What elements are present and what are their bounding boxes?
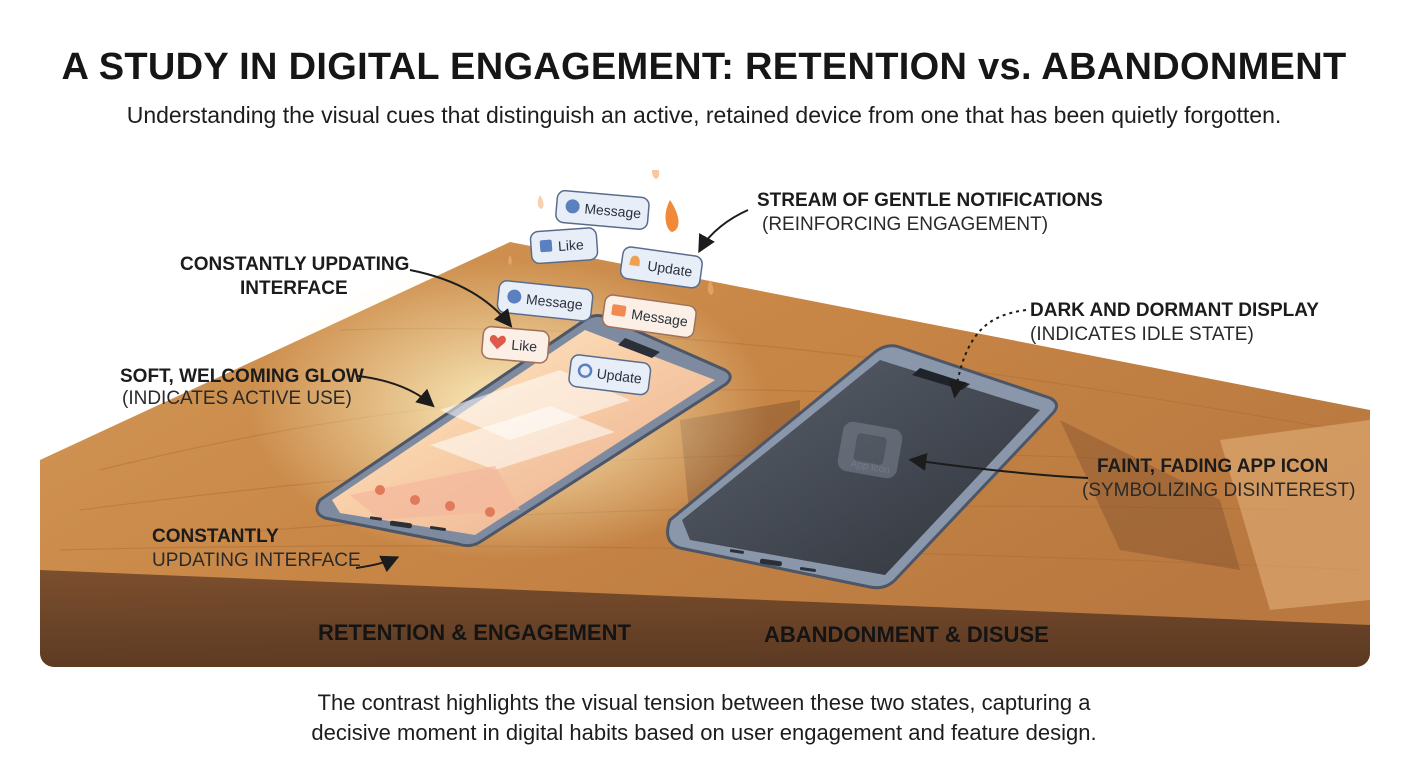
annotation-constantly-top: CONSTANTLY UPDATING INTERFACE bbox=[180, 254, 409, 299]
svg-text:CONSTANTLY: CONSTANTLY bbox=[152, 526, 279, 547]
annotation-glow: SOFT, WELCOMING GLOW (INDICATES ACTIVE U… bbox=[120, 366, 364, 409]
svg-text:Update: Update bbox=[596, 365, 643, 386]
refresh-icon bbox=[577, 363, 593, 378]
page-subtitle: Understanding the visual cues that disti… bbox=[126, 102, 1282, 128]
annotation-dark: DARK AND DORMANT DISPLAY (INDICATES IDLE… bbox=[1030, 300, 1319, 345]
svg-text:SOFT, WELCOMING GLOW: SOFT, WELCOMING GLOW bbox=[120, 366, 364, 387]
decor-sparks bbox=[508, 170, 714, 295]
notification-bubble: Update bbox=[619, 246, 703, 289]
svg-text:CONSTANTLY UPDATING: CONSTANTLY UPDATING bbox=[180, 254, 409, 275]
svg-text:(INDICATES IDLE STATE): (INDICATES IDLE STATE) bbox=[1030, 324, 1254, 345]
faint-app-icon: App Icon bbox=[837, 421, 903, 479]
svg-text:FAINT, FADING APP ICON: FAINT, FADING APP ICON bbox=[1097, 456, 1328, 477]
illustration: App Icon Message Like Upd bbox=[40, 170, 1370, 667]
caption-abandonment: ABANDONMENT & DISUSE bbox=[764, 622, 1049, 647]
illustration-scene: App Icon Message Like Upd bbox=[40, 170, 1370, 667]
footer-text: The contrast highlights the visual tensi… bbox=[0, 688, 1408, 748]
caption-retention: RETENTION & ENGAGEMENT bbox=[318, 620, 631, 645]
notification-bubble: Like bbox=[529, 227, 599, 265]
dormant-phone: App Icon bbox=[666, 344, 1058, 590]
annotation-stream: STREAM OF GENTLE NOTIFICATIONS (REINFORC… bbox=[757, 190, 1103, 235]
bell-icon bbox=[629, 255, 640, 267]
notification-bubble: Message bbox=[555, 189, 650, 230]
annotation-faint: FAINT, FADING APP ICON (SYMBOLIZING DISI… bbox=[1082, 456, 1355, 501]
notification-bubble: Update bbox=[568, 354, 652, 396]
svg-text:STREAM OF GENTLE NOTIFICATIONS: STREAM OF GENTLE NOTIFICATIONS bbox=[757, 190, 1103, 211]
annotation-arrows bbox=[355, 209, 1089, 573]
svg-text:(INDICATES ACTIVE USE): (INDICATES ACTIVE USE) bbox=[122, 388, 352, 409]
heart-icon bbox=[489, 334, 506, 350]
svg-text:Update: Update bbox=[646, 258, 693, 280]
svg-text:Message: Message bbox=[525, 291, 583, 313]
svg-text:Like: Like bbox=[557, 236, 584, 254]
page-title: A STUDY IN DIGITAL ENGAGEMENT: RETENTION… bbox=[61, 46, 1347, 88]
svg-text:DARK AND DORMANT DISPLAY: DARK AND DORMANT DISPLAY bbox=[1030, 300, 1319, 321]
thumbs-up-icon bbox=[539, 239, 553, 253]
svg-text:(REINFORCING ENGAGEMENT): (REINFORCING ENGAGEMENT) bbox=[762, 214, 1048, 235]
notification-bubble: Message bbox=[601, 294, 697, 339]
chat-icon bbox=[565, 199, 580, 214]
notification-bubble: Message bbox=[496, 280, 594, 322]
footer-line-2: decisive moment in digital habits based … bbox=[311, 720, 1097, 745]
svg-text:Message: Message bbox=[584, 200, 642, 221]
svg-text:UPDATING INTERFACE: UPDATING INTERFACE bbox=[152, 550, 361, 571]
notification-bubble: Like bbox=[481, 325, 550, 364]
svg-text:Message: Message bbox=[630, 306, 689, 330]
chat-icon bbox=[507, 289, 522, 304]
svg-text:Like: Like bbox=[511, 336, 538, 354]
footer-line-1: The contrast highlights the visual tensi… bbox=[317, 690, 1091, 715]
chat-icon bbox=[611, 304, 627, 317]
annotation-constantly-bottom: CONSTANTLY UPDATING INTERFACE bbox=[152, 526, 361, 571]
svg-text:INTERFACE: INTERFACE bbox=[240, 278, 348, 299]
svg-text:(SYMBOLIZING DISINTEREST): (SYMBOLIZING DISINTEREST) bbox=[1082, 480, 1355, 501]
